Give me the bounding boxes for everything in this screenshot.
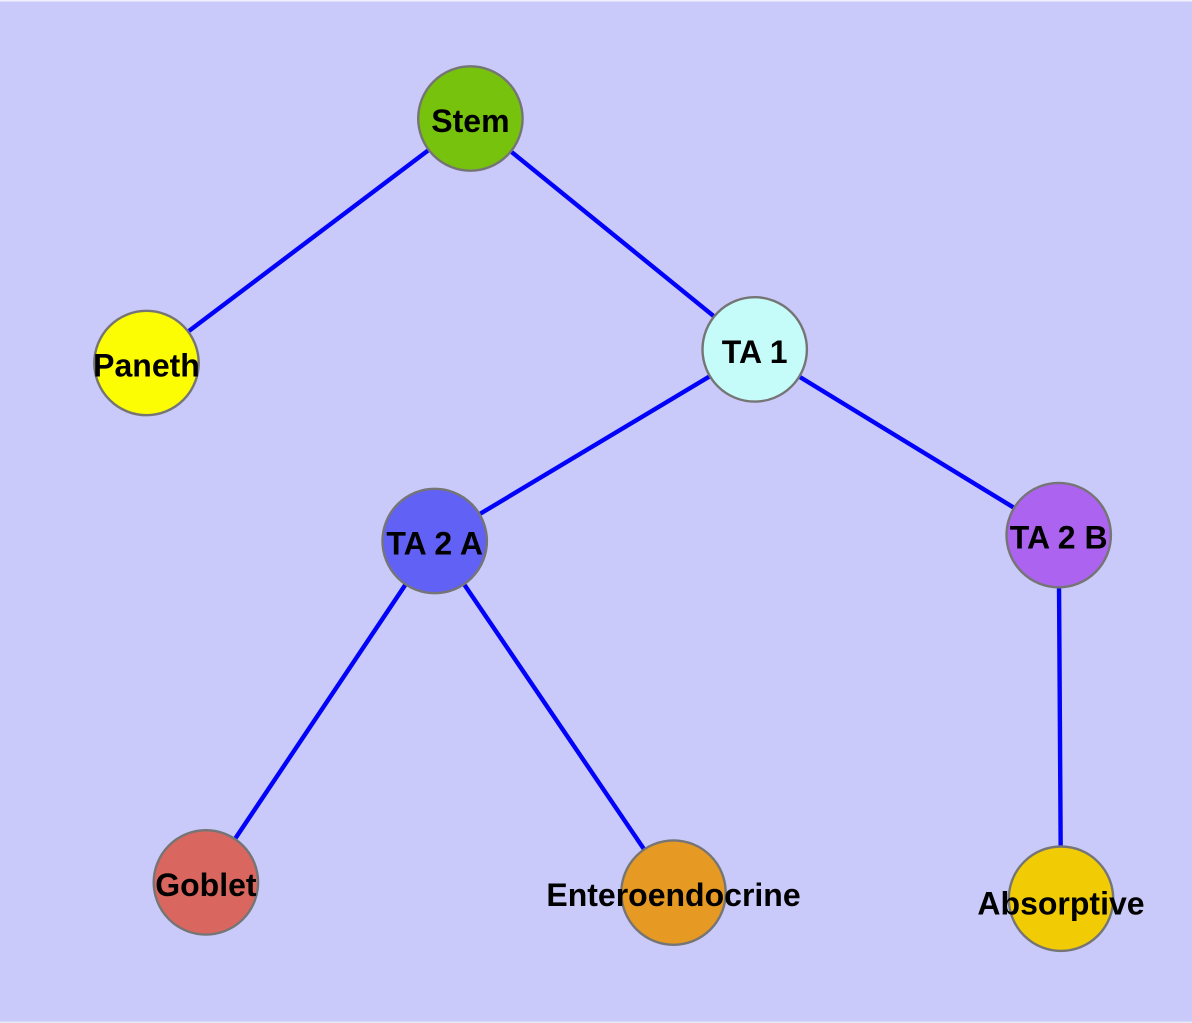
svg-text:Goblet: Goblet [155, 867, 257, 903]
svg-text:TA 2 B: TA 2 B [1010, 520, 1108, 556]
svg-text:Stem: Stem [431, 103, 509, 139]
svg-text:Enteroendocrine: Enteroendocrine [546, 877, 800, 913]
svg-text:TA 2 A: TA 2 A [386, 526, 483, 562]
svg-text:Absorptive: Absorptive [977, 886, 1144, 922]
svg-text:TA 1: TA 1 [722, 334, 788, 370]
svg-text:Paneth: Paneth [93, 348, 200, 384]
